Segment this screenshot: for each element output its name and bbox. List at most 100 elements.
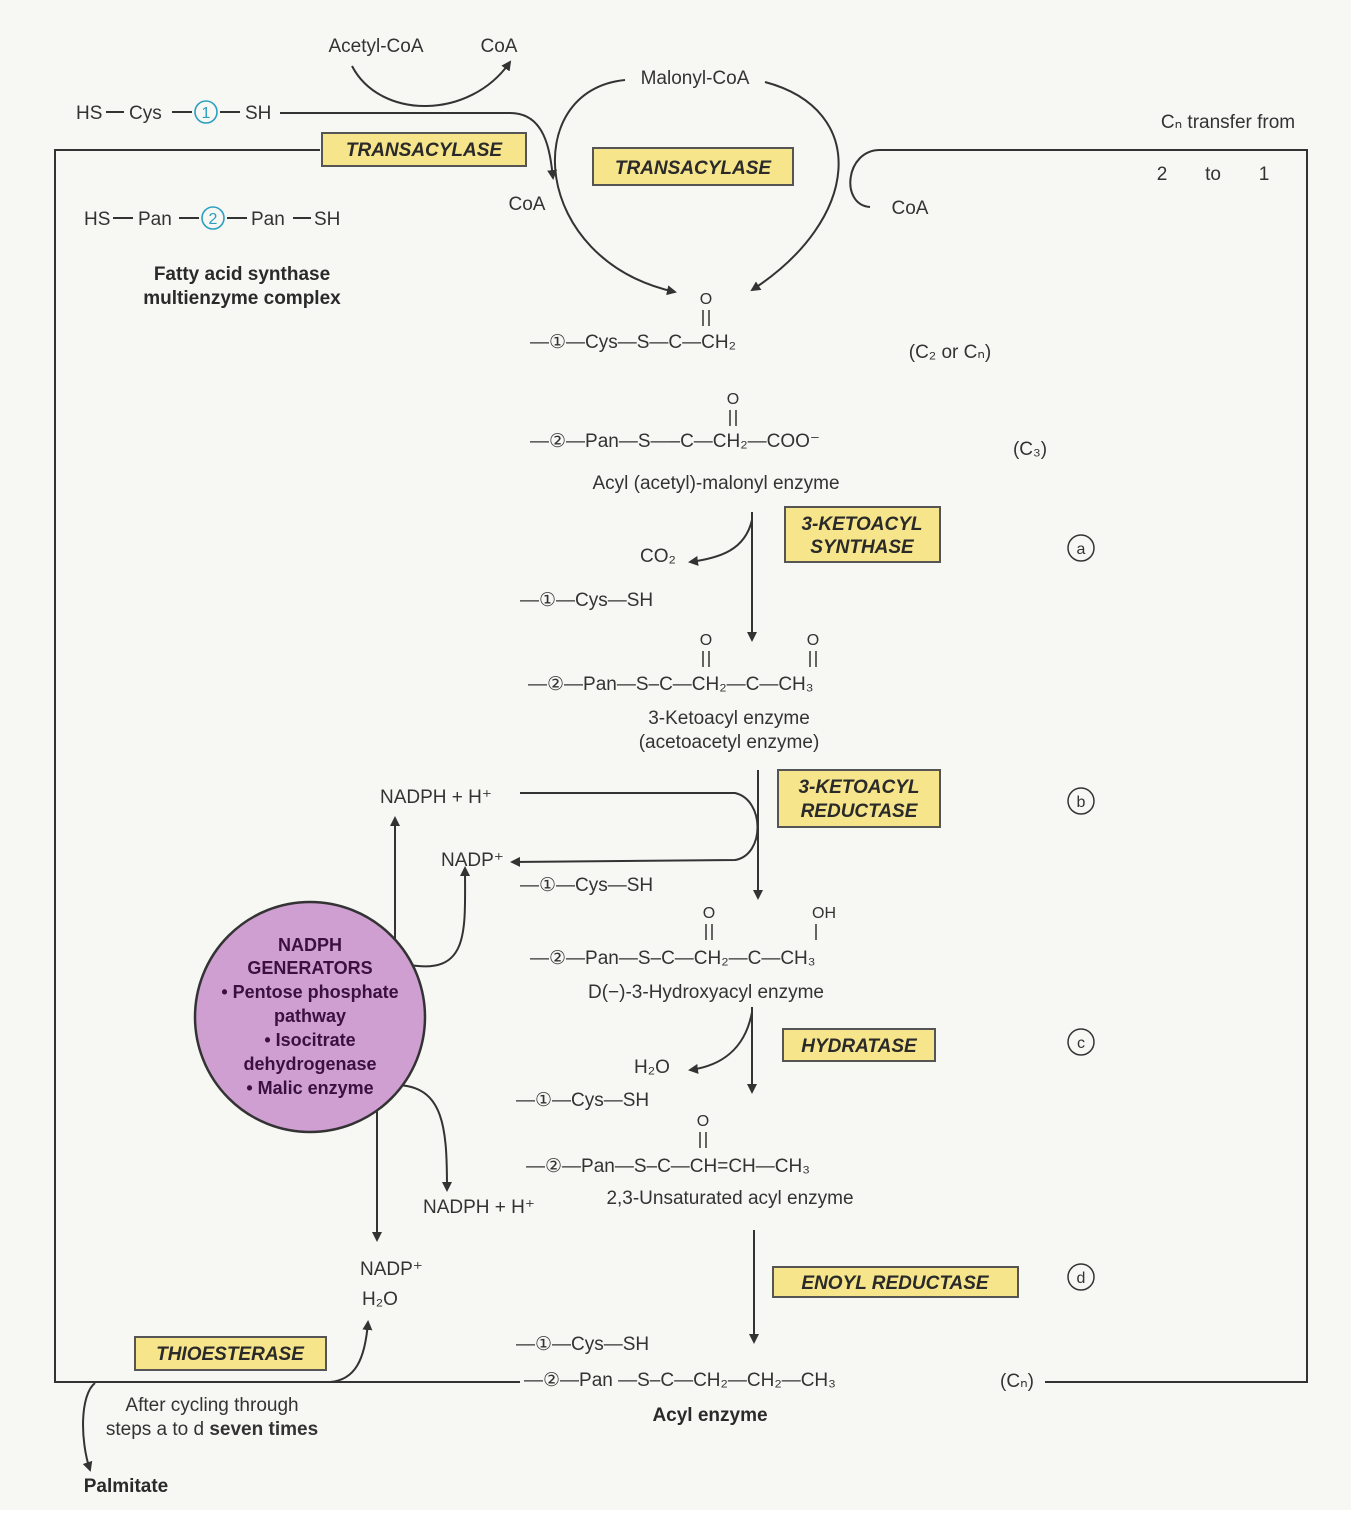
step-d-label: d	[1077, 1270, 1086, 1287]
hydratase-label: HYDRATASE	[801, 1036, 918, 1057]
oxygen-4: O	[703, 905, 715, 922]
generators-item2a: • Isocitrate	[264, 1030, 355, 1050]
step-c-marker: c	[1067, 1028, 1095, 1056]
step-a-co2-arrow	[688, 519, 753, 566]
structure-2-caption: Acyl (acetyl)-malonyl enzyme	[592, 473, 839, 494]
generators-title1: NADPH	[278, 935, 342, 955]
coa-label-3: CoA	[892, 198, 929, 219]
ketoacyl-reductase-line1: 3-KETOACYL	[798, 777, 919, 798]
ketoacyl-reductase-box: 3-KETOACYL REDUCTASE	[777, 769, 941, 828]
sh-label-2: SH	[314, 209, 340, 230]
structure-6-tag: (Cₙ)	[1000, 1371, 1034, 1392]
nadp-label-2: NADP⁺	[360, 1259, 423, 1280]
ketoacyl-synthase-line2: SYNTHASE	[810, 537, 915, 558]
h2o-label-2: H₂O	[362, 1289, 398, 1310]
malonyl-left-arc	[553, 79, 677, 296]
gen-from-nadp-top-arrow	[409, 866, 471, 968]
cys-sh-2: —①—Cys—SH	[520, 875, 653, 896]
oxygen-2: O	[727, 391, 739, 408]
transfer-to: 1	[1259, 164, 1270, 185]
cycling-line1: After cycling through	[125, 1395, 298, 1416]
structure-3-caption1: 3-Ketoacyl enzyme	[648, 708, 810, 729]
structure-2-formula: —②—Pan—S—–C—CH₂—COO⁻	[530, 431, 820, 452]
transacylase-box-2: TRANSACYLASE	[592, 147, 794, 186]
cys-label: Cys	[129, 103, 162, 124]
structure-acyl-cys: O —①—Cys—S—C—CH₂ (C₂ or Cₙ)	[530, 291, 991, 363]
malonyl-coa-label: Malonyl-CoA	[641, 68, 750, 89]
step-d-marker: d	[1067, 1263, 1095, 1291]
structure-5-caption: 2,3-Unsaturated acyl enzyme	[606, 1188, 853, 1209]
cys-sh-4: —①—Cys—SH	[516, 1334, 649, 1355]
pan-label-1: Pan	[138, 209, 172, 230]
structure-ketoacyl: O O —②—Pan—S–C—CH₂—C—CH₃ 3-Ketoacyl enzy…	[528, 632, 819, 753]
nadph-h-label-2: NADPH + H⁺	[423, 1197, 535, 1218]
structure-acyl-enzyme: —②—Pan —S–C—CH₂—CH₂—CH₃ (Cₙ) Acyl enzyme	[524, 1370, 1034, 1426]
transfer-from: 2	[1157, 164, 1168, 185]
step-b-label: b	[1077, 794, 1086, 811]
transacylase-box-1: TRANSACYLASE	[321, 132, 527, 167]
outer-loop-left	[54, 149, 320, 1383]
co2-label: CO₂	[640, 546, 676, 567]
enoyl-reductase-label: ENOYL REDUCTASE	[801, 1273, 990, 1294]
outer-loop-right	[880, 149, 1308, 1383]
generators-item1b: pathway	[274, 1006, 346, 1026]
h2o-label-1: H₂O	[634, 1057, 670, 1078]
transacylase-label-2: TRANSACYLASE	[615, 158, 773, 179]
generators-item1a: • Pentose phosphate	[221, 982, 398, 1002]
palmitate-label: Palmitate	[84, 1476, 168, 1497]
cys-sh-1: —①—Cys—SH	[520, 590, 653, 611]
nadp-label-1: NADP⁺	[441, 850, 504, 871]
structure-5-formula: —②—Pan—S–C—CH=CH—CH₃	[526, 1156, 810, 1177]
generators-item3: • Malic enzyme	[246, 1078, 373, 1098]
structure-2-tag: (C₃)	[1013, 439, 1047, 460]
structure-unsaturated: O —②—Pan—S–C—CH=CH—CH₃ 2,3-Unsaturated a…	[526, 1113, 854, 1209]
structure-6-formula: —②—Pan —S–C—CH₂—CH₂—CH₃	[524, 1370, 836, 1391]
step-a-marker: a	[1067, 534, 1095, 562]
acetyl-coa-arc	[351, 60, 512, 107]
structure-1-tag: (C₂ or Cₙ)	[909, 342, 992, 363]
sh-label: SH	[245, 103, 271, 124]
generators-title2: GENERATORS	[247, 958, 372, 978]
thioesterase-label: THIOESTERASE	[156, 1344, 305, 1365]
hs-pan-sh-group: HS Pan 2 Pan SH	[84, 206, 340, 230]
transfer-to-word: to	[1205, 164, 1221, 185]
enoyl-reductase-box: ENOYL REDUCTASE	[772, 1266, 1019, 1298]
step-c-label: c	[1077, 1035, 1085, 1052]
structure-6-caption: Acyl enzyme	[652, 1405, 767, 1426]
step-a-label: a	[1077, 541, 1086, 558]
complex-line2: multienzyme complex	[143, 288, 341, 309]
structure-hydroxyacyl: O OH —②—Pan—S–C—CH₂—C—CH₃ D(−)-3-Hydroxy…	[530, 905, 836, 1003]
cycling-line2-plain: steps a to d	[106, 1419, 210, 1440]
step-b-marker: b	[1067, 787, 1095, 815]
structure-4-caption: D(−)-3-Hydroxyacyl enzyme	[588, 982, 824, 1003]
number-two-badge: 2	[209, 211, 218, 228]
pan-label-2: Pan	[251, 209, 285, 230]
hydratase-box: HYDRATASE	[782, 1028, 936, 1062]
acetyl-coa-label: Acetyl-CoA	[328, 36, 423, 57]
transfer-label: Cₙ transfer from	[1161, 112, 1295, 133]
step-c-h2o-arrow	[688, 1011, 753, 1074]
oxygen-3b: O	[807, 632, 819, 649]
palmitate-arrow	[82, 1382, 96, 1472]
complex-line1: Fatty acid synthase	[154, 264, 330, 285]
transacylase-label-1: TRANSACYLASE	[346, 140, 504, 161]
thioesterase-h2o-arrow	[329, 1320, 373, 1383]
oxygen-3a: O	[700, 632, 712, 649]
ketoacyl-synthase-box: 3-KETOACYL SYNTHASE	[784, 506, 941, 563]
hs-cys-sh-group: HS Cys 1 SH	[76, 100, 271, 124]
hs-label: HS	[76, 103, 102, 124]
structure-3-formula: —②—Pan—S–C—CH₂—C—CH₃	[528, 674, 814, 695]
cycling-line2-bold: seven times	[209, 1419, 318, 1440]
ketoacyl-reductase-line2: REDUCTASE	[801, 801, 919, 822]
oh-label: OH	[812, 905, 836, 922]
nadph-h-label-1: NADPH + H⁺	[380, 787, 492, 808]
structure-acetyl-malonyl: O —②—Pan—S—–C—CH₂—COO⁻ (C₃) Acyl (acetyl…	[530, 391, 1047, 494]
structure-1-formula: —①—Cys—S—C—CH₂	[530, 332, 736, 353]
gen-to-nadph-bottom-arrow	[394, 1084, 452, 1192]
hs-cys-to-transacylase-line	[280, 112, 558, 180]
oxygen-1: O	[700, 291, 712, 308]
coa-left-arrow	[540, 212, 560, 250]
cys-sh-3: —①—Cys—SH	[516, 1090, 649, 1111]
